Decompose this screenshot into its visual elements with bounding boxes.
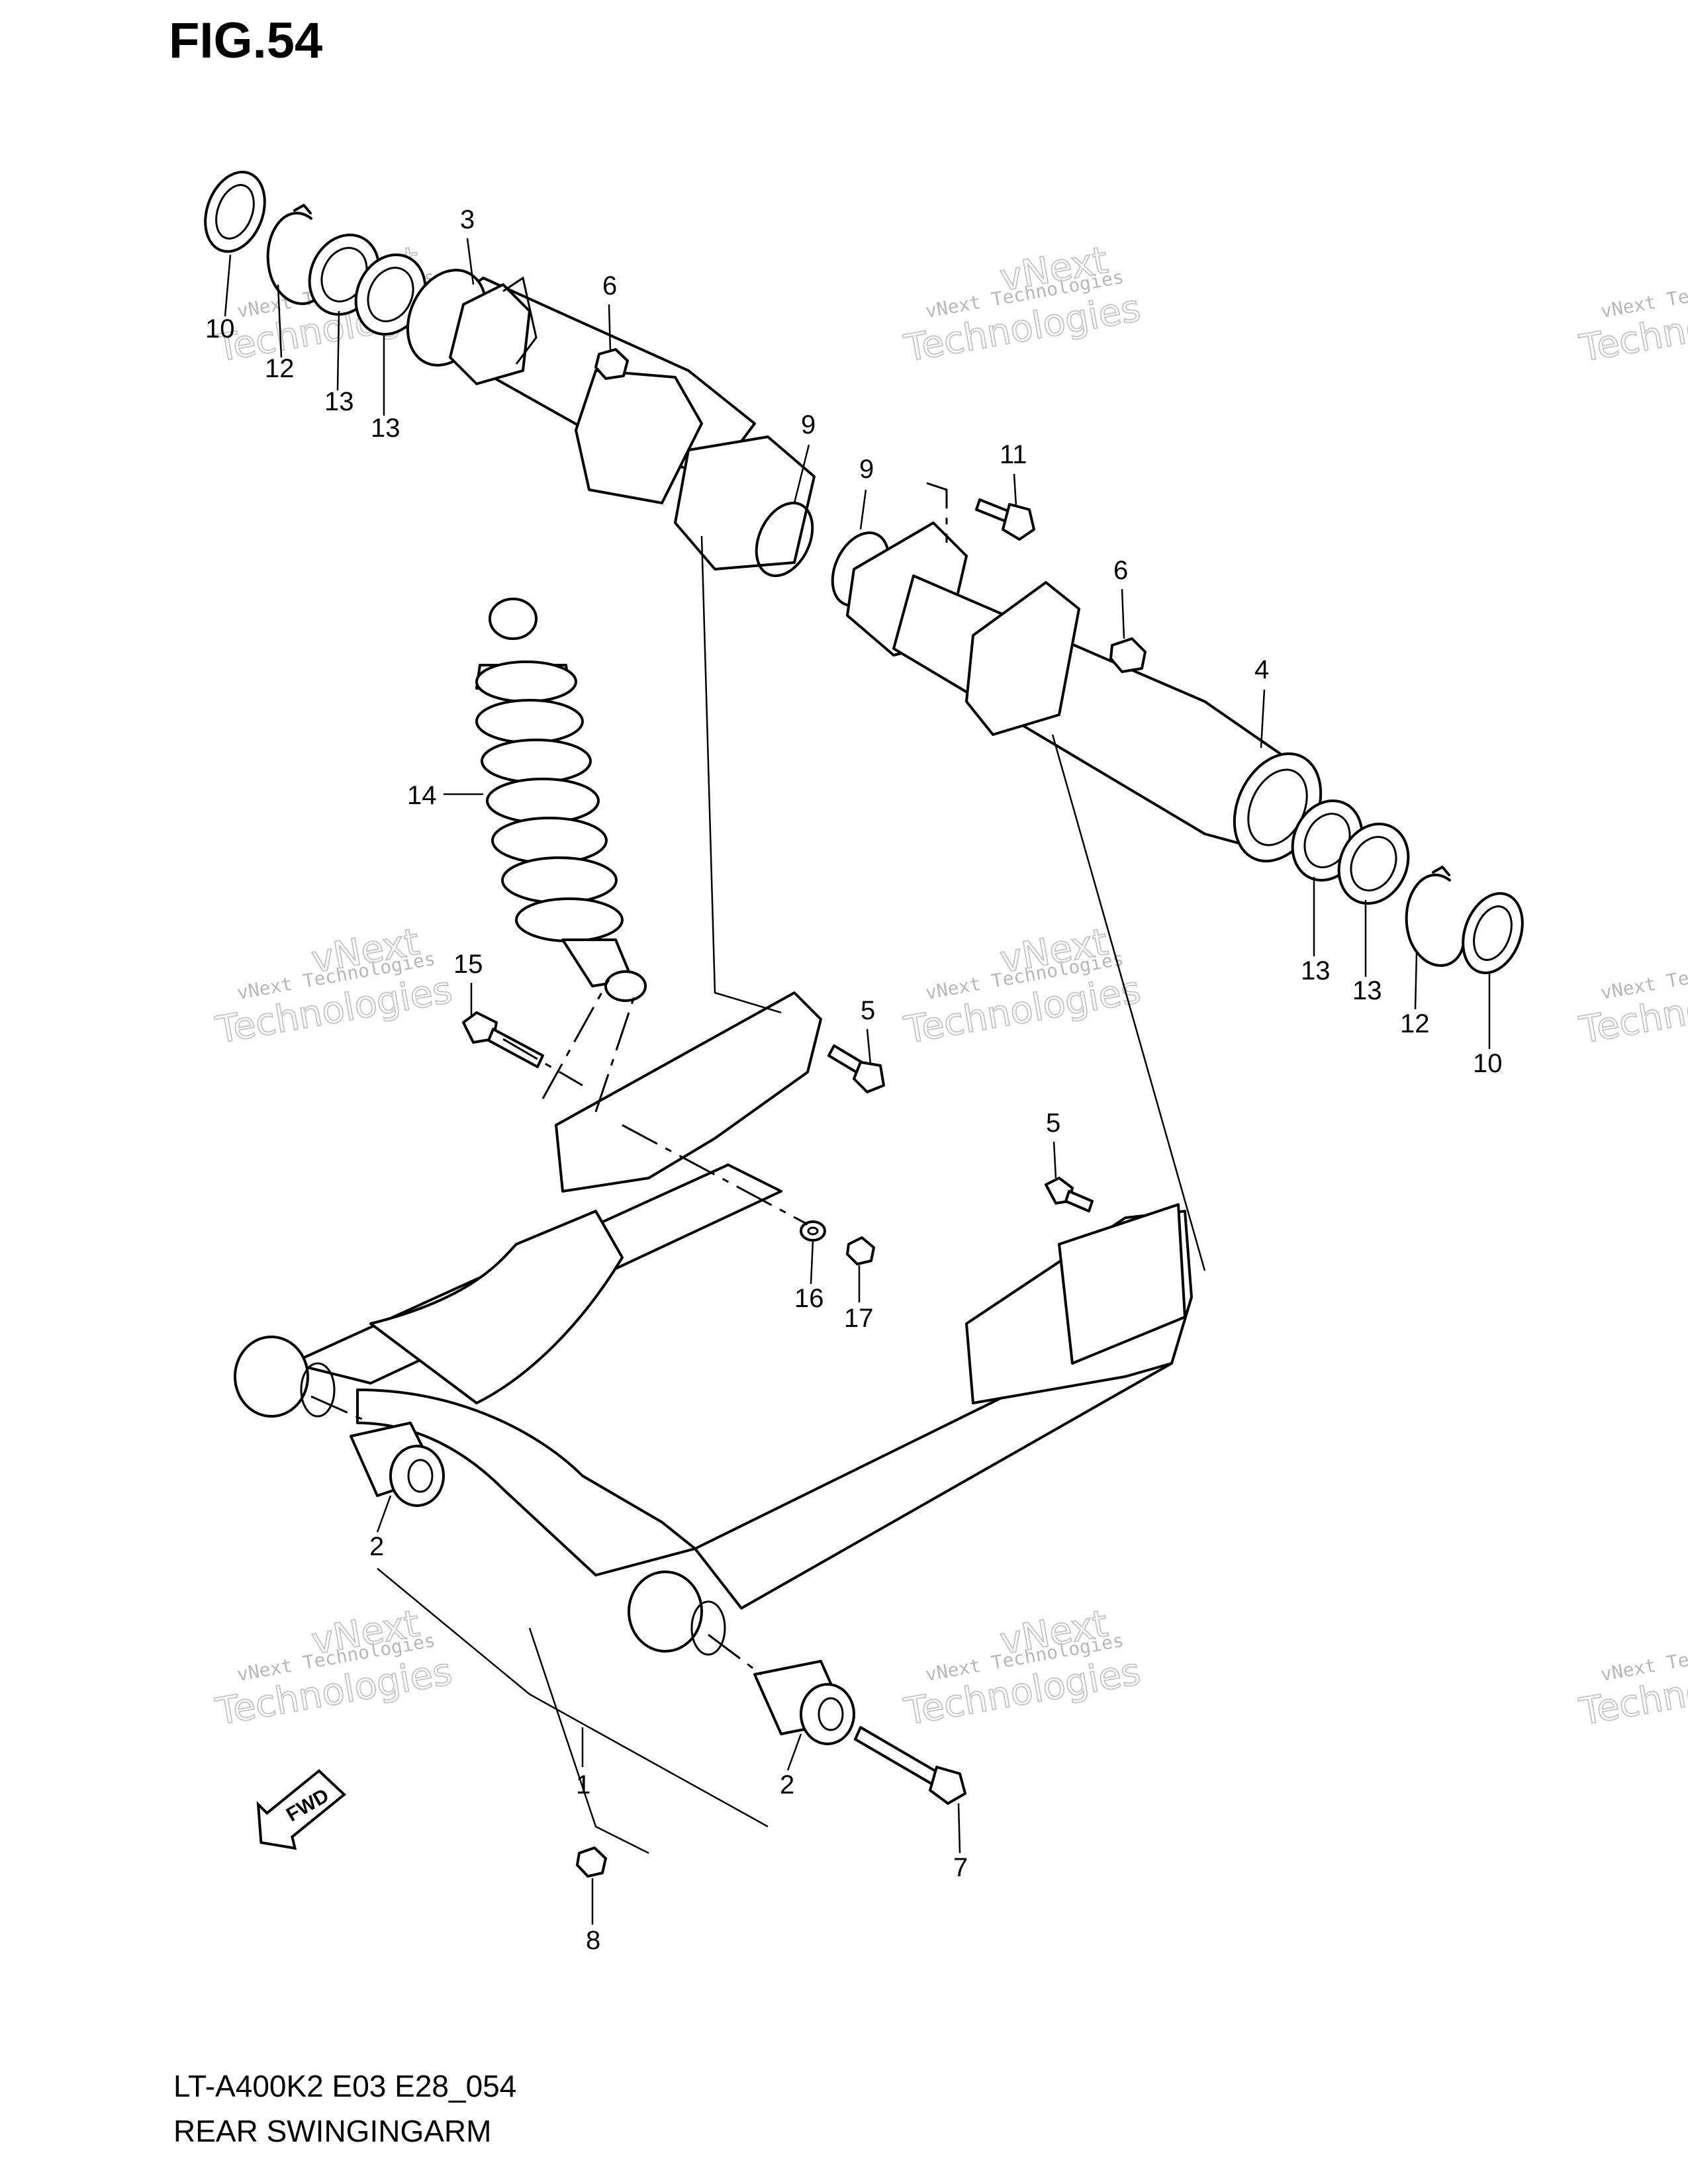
part-7-bolt bbox=[854, 1726, 966, 1805]
callout-9-left: 9 bbox=[801, 410, 816, 439]
callouts: 10 12 13 13 3 6 9 9 11 6 4 13 13 12 10 1… bbox=[205, 205, 1503, 1955]
figure-title: FIG.54 bbox=[169, 13, 323, 69]
part-4-rear-axle-housing-right bbox=[846, 522, 1323, 863]
callout-4: 4 bbox=[1254, 655, 1269, 684]
part-11-bolt bbox=[975, 498, 1035, 541]
part-3-rear-axle-housing-left bbox=[406, 269, 816, 570]
callout-7: 7 bbox=[953, 1853, 968, 1882]
callout-2-right: 2 bbox=[780, 1770, 794, 1799]
callout-8: 8 bbox=[586, 1926, 600, 1955]
callout-12-right: 12 bbox=[1400, 1009, 1430, 1038]
callout-6-right: 6 bbox=[1113, 556, 1128, 585]
part-2-bushing-right bbox=[753, 1660, 855, 1745]
part-14-shock-absorber bbox=[475, 598, 647, 1002]
section-name: REAR SWINGINGARM bbox=[173, 2114, 492, 2148]
callout-6-left: 6 bbox=[602, 271, 617, 300]
part-6-nut-right bbox=[1109, 637, 1147, 673]
part-13-bearing-right-b bbox=[1337, 822, 1410, 905]
assembly-lines bbox=[310, 482, 1206, 1854]
watermark-bottom-left: vNext Technologies vNext Technologies bbox=[212, 1602, 456, 1735]
callout-13-right-b: 13 bbox=[1352, 976, 1382, 1005]
callout-11: 11 bbox=[1000, 440, 1027, 469]
watermark-top-center: vNext Technologies vNext Technologies bbox=[900, 238, 1145, 371]
callout-2-left: 2 bbox=[369, 1532, 384, 1561]
part-6-nut-left bbox=[594, 348, 629, 380]
watermark-top-right: vNext Technologies Technologies bbox=[1575, 266, 1688, 371]
callout-9-right: 9 bbox=[859, 455, 874, 484]
part-10-oil-seal-right bbox=[1462, 891, 1524, 975]
callout-17: 17 bbox=[844, 1304, 874, 1333]
watermark-mid-right: vNext Technologies Technologies bbox=[1575, 948, 1688, 1053]
watermark-group: vNext Technologies vNext Technologies vN… bbox=[212, 238, 1688, 1735]
callout-16: 16 bbox=[794, 1284, 824, 1313]
callout-12-left: 12 bbox=[265, 354, 295, 383]
callout-14: 14 bbox=[407, 781, 437, 810]
part-1-swingarm bbox=[234, 991, 1193, 1656]
callout-13-right-a: 13 bbox=[1301, 956, 1331, 985]
callout-1: 1 bbox=[576, 1770, 590, 1799]
part-15-bolt bbox=[462, 1011, 544, 1068]
callout-5-lower: 5 bbox=[1046, 1109, 1060, 1138]
part-17-nut bbox=[846, 1236, 875, 1265]
callout-5-upper: 5 bbox=[861, 996, 875, 1025]
watermark-mid-left: vNext Technologies vNext Technologies bbox=[212, 920, 456, 1053]
callout-13-left-a: 13 bbox=[324, 387, 354, 416]
part-12-circlip-right bbox=[1405, 866, 1464, 967]
part-16-washer bbox=[800, 1220, 826, 1242]
watermark-mid-center: vNext Technologies vNext Technologies bbox=[900, 920, 1145, 1053]
part-8-nut bbox=[576, 1846, 607, 1878]
callout-10-left: 10 bbox=[205, 314, 235, 343]
callout-13-left-b: 13 bbox=[371, 414, 400, 443]
watermark-bottom-right: vNext Technologies Technologies bbox=[1575, 1629, 1688, 1735]
callout-3: 3 bbox=[460, 205, 475, 234]
callout-15: 15 bbox=[453, 950, 483, 979]
part-5-bolt-upper bbox=[827, 1044, 885, 1093]
model-code: LT-A400K2 E03 E28_054 bbox=[173, 2069, 517, 2103]
part-10-oil-seal-left bbox=[204, 170, 266, 253]
callout-10-right: 10 bbox=[1473, 1049, 1503, 1078]
fwd-arrow-icon: FWD bbox=[256, 1769, 347, 1850]
part-12-circlip-left bbox=[266, 204, 326, 305]
watermark-bottom-center: vNext Technologies vNext Technologies bbox=[900, 1602, 1145, 1735]
part-2-bushing-left bbox=[350, 1422, 445, 1507]
part-5-bolt-lower bbox=[1045, 1177, 1094, 1212]
part-9-o-ring-left bbox=[755, 502, 814, 577]
